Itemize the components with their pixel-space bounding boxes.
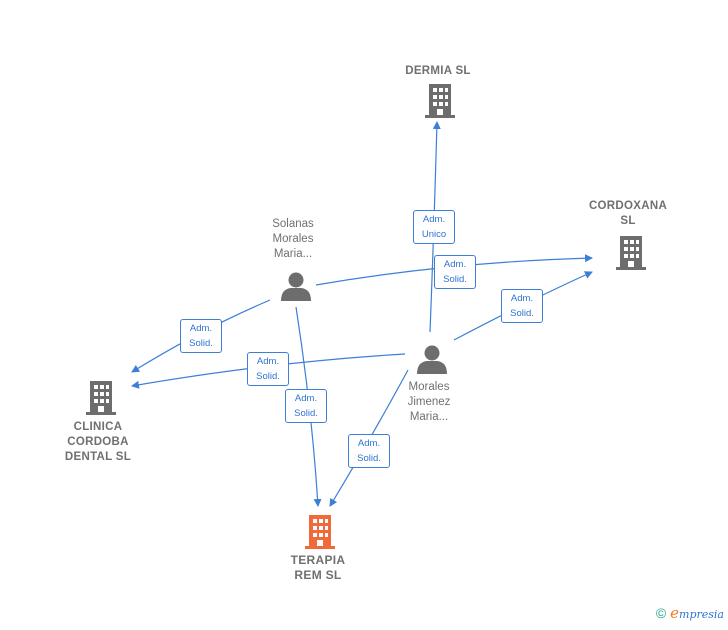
edge-label-solanas-cordoxana[interactable]: Adm. Solid. bbox=[434, 255, 476, 289]
node-label-dermia[interactable]: DERMIA SL bbox=[405, 65, 471, 77]
brand-logo-initial: e bbox=[670, 604, 680, 622]
node-label-solanas[interactable]: Solanas Morales Maria... bbox=[272, 218, 314, 260]
edge-label-morales-clinica[interactable]: Adm. Solid. bbox=[247, 352, 289, 386]
person-icon-solanas bbox=[281, 272, 311, 301]
person-icon-morales bbox=[417, 345, 447, 374]
building-icon-terapia bbox=[305, 515, 335, 549]
node-label-clinica[interactable]: CLINICA CORDOBA DENTAL SL bbox=[64, 421, 132, 463]
edge-label-morales-terapia[interactable]: Adm. Solid. bbox=[348, 434, 390, 468]
building-icon-clinica bbox=[86, 381, 116, 415]
node-label-morales[interactable]: Morales Jimenez Maria... bbox=[407, 381, 451, 423]
brand-footer: ©empresia bbox=[656, 604, 724, 622]
node-label-terapia[interactable]: TERAPIA REM SL bbox=[290, 553, 346, 582]
edge-label-solanas-clinica[interactable]: Adm. Solid. bbox=[180, 319, 222, 353]
building-icon-dermia bbox=[425, 84, 455, 118]
edge-label-morales-dermia[interactable]: Adm. Unico bbox=[413, 210, 455, 244]
edge-label-solanas-terapia[interactable]: Adm. Solid. bbox=[285, 389, 327, 423]
building-icon-cordoxana bbox=[616, 236, 646, 270]
copyright-icon: © bbox=[655, 605, 667, 621]
brand-logo-text: mpresia bbox=[679, 608, 724, 621]
edge-label-morales-cordoxana[interactable]: Adm. Solid. bbox=[501, 289, 543, 323]
node-label-cordoxana[interactable]: CORDOXANA SL bbox=[588, 200, 668, 227]
